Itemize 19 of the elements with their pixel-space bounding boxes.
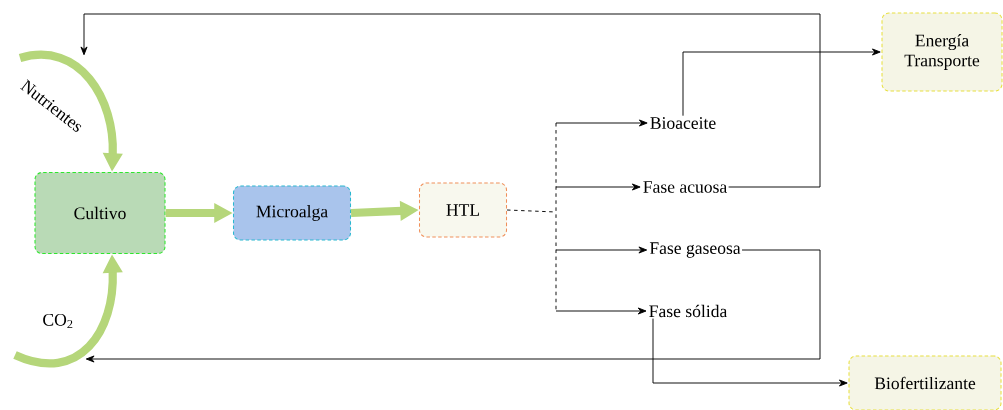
arrow (555, 246, 648, 254)
arrow (85, 249, 821, 363)
arrow (682, 48, 881, 117)
process-box: HTL (418, 182, 508, 238)
arrow (555, 183, 641, 191)
process-box: Cultivo (34, 171, 166, 255)
dashed-connector (506, 122, 557, 312)
input-label: CO$_{2}$ (43, 313, 73, 329)
output-box: Energía Transporte (881, 12, 1003, 92)
arrow (555, 307, 647, 315)
arrow (80, 13, 821, 188)
product-label: Bioaceite (650, 117, 716, 129)
product-label: Fase sólida (649, 304, 728, 318)
arrow (555, 119, 648, 127)
output-box: Biofertilizante (848, 355, 1002, 410)
arrow (652, 318, 848, 387)
product-label: Fase gaseosa (649, 242, 741, 258)
product-label: Fase acuosa (643, 181, 727, 193)
process-box: Microalga (232, 185, 352, 241)
